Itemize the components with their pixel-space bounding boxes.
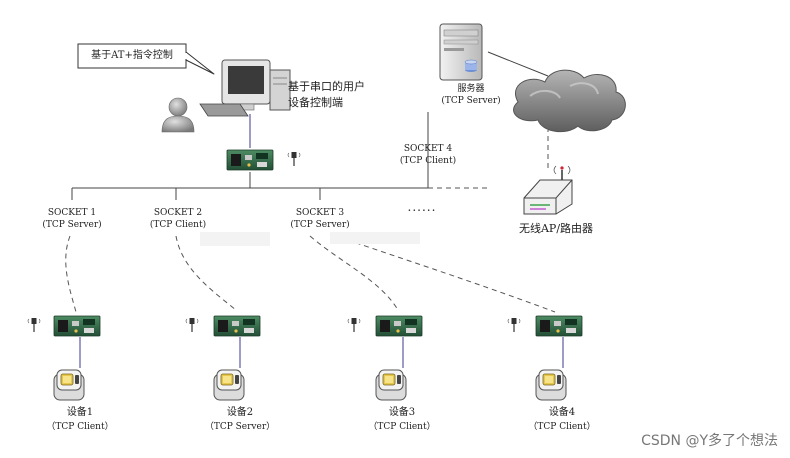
device3-label-role: （TCP Client） — [368, 422, 436, 432]
wireless-link-1 — [65, 235, 77, 313]
device4-label-name: 设备4 — [548, 407, 576, 418]
csdn-watermark: CSDN @Y多了个想法 — [641, 433, 778, 449]
speech-callout — [77, 43, 215, 75]
wireless-link-3a — [309, 235, 399, 311]
socket2-label-name: SOCKET 2 — [153, 208, 203, 218]
device-boards — [27, 315, 583, 337]
lan-wires — [79, 114, 564, 368]
socket4-label-name: SOCKET 4 — [403, 144, 453, 154]
wired-links — [71, 51, 549, 200]
device4-label-role: （TCP Client） — [528, 422, 596, 432]
device3-label-name: 设备3 — [388, 407, 416, 418]
controller-label-line2: 设备控制端 — [288, 96, 343, 109]
blur-artifacts — [200, 232, 420, 246]
server-label-role: (TCP Server) — [441, 96, 501, 106]
more-sockets-ellipsis: ...... — [407, 200, 437, 214]
socket3-label-name: SOCKET 3 — [295, 208, 345, 218]
callout-text: 基于AT+指令控制 — [91, 50, 173, 61]
router-icon — [523, 165, 573, 215]
device1-label-name: 设备1 — [66, 407, 94, 418]
socket4-label-role: (TCP Client) — [399, 156, 457, 166]
wireless-link-2 — [175, 235, 237, 311]
server-label-name: 服务器 — [457, 84, 485, 94]
server-to-cloud — [487, 51, 549, 77]
controller-board — [226, 149, 301, 171]
controller-label-line1: 基于串口的用户 — [288, 80, 365, 93]
socket1-label-role: (TCP Server) — [42, 220, 102, 230]
user-person-icon — [161, 97, 195, 133]
user-pc-icon — [199, 59, 291, 117]
device-icons — [53, 369, 567, 401]
socket2-label-role: (TCP Client) — [149, 220, 207, 230]
wireless-link-3b — [329, 233, 556, 313]
server-icon — [439, 23, 483, 81]
device2-label-name: 设备2 — [226, 407, 254, 418]
socket3-label-role: (TCP Server) — [290, 220, 350, 230]
socket1-label-name: SOCKET 1 — [47, 208, 97, 218]
device1-label-role: （TCP Client） — [46, 422, 114, 432]
internet-cloud — [513, 69, 626, 133]
device2-label-role: （TCP Server） — [204, 422, 276, 432]
router-label: 无线AP/路由器 — [518, 222, 594, 235]
